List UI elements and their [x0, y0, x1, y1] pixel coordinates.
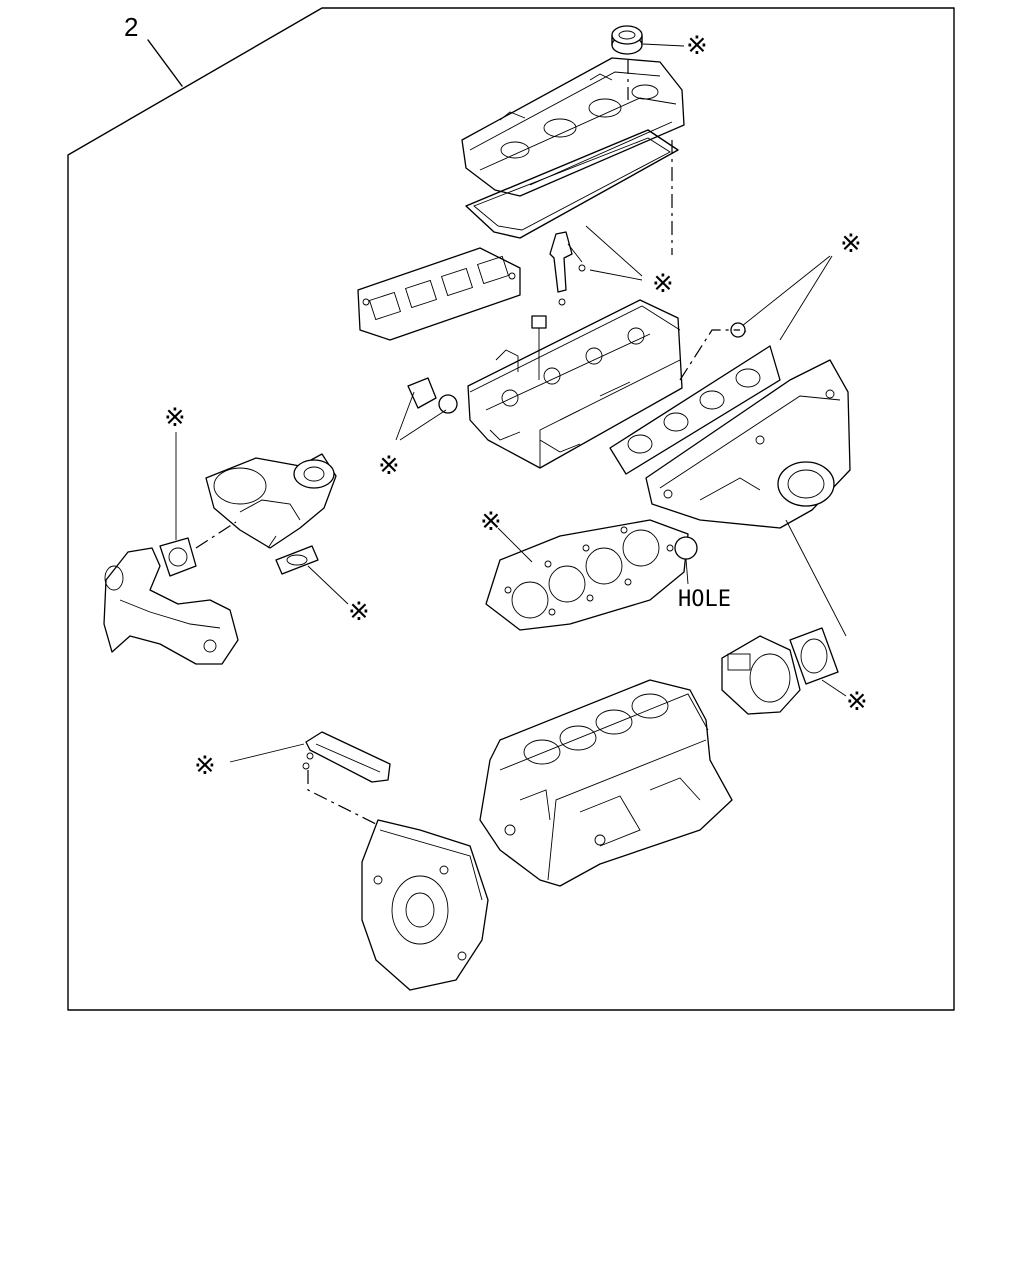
kit-marker-head-gasket: ※ [480, 507, 502, 537]
kit-marker-injector: ※ [652, 269, 674, 299]
turbo-inlet-gasket [159, 537, 197, 577]
cylinder-head-gasket [485, 519, 689, 631]
exhaust-manifold-gasket [357, 247, 521, 341]
exhaust-elbow [103, 547, 239, 665]
oil-filler-cap [611, 25, 643, 55]
turbo-outlet-gasket [275, 545, 319, 575]
callout-number: 2 [124, 12, 138, 42]
kit-marker-front-cover: ※ [194, 751, 216, 781]
cylinder-head [467, 299, 683, 469]
intake-manifold-gasket [609, 345, 781, 475]
callout-leader [147, 39, 183, 87]
head-cover-gasket [465, 129, 679, 239]
throttle-body [721, 635, 801, 715]
intake-manifold [645, 359, 851, 529]
front-cover [361, 819, 489, 991]
cylinder-head-cover [461, 57, 685, 197]
throttle-body-gasket [789, 627, 839, 685]
kit-marker-intake: ※ [840, 229, 862, 259]
valve-stem-seal [531, 315, 547, 380]
kit-marker-turbo-gasket: ※ [348, 597, 370, 627]
cylinder-block [479, 679, 733, 887]
kit-marker-turbo-inlet: ※ [164, 403, 186, 433]
sealing-washer [438, 394, 458, 414]
kit-marker-filler-cap: ※ [686, 31, 708, 61]
fuel-injector [549, 231, 586, 306]
sensor-part [407, 377, 437, 409]
kit-frame [67, 7, 955, 1011]
kit-marker-head-parts: ※ [378, 451, 400, 481]
turbocharger [205, 453, 337, 549]
front-cover-gasket [302, 731, 391, 783]
hole-label: HOLE [678, 587, 731, 612]
kit-marker-throttle: ※ [846, 687, 868, 717]
hole-callout-circle [674, 536, 698, 560]
